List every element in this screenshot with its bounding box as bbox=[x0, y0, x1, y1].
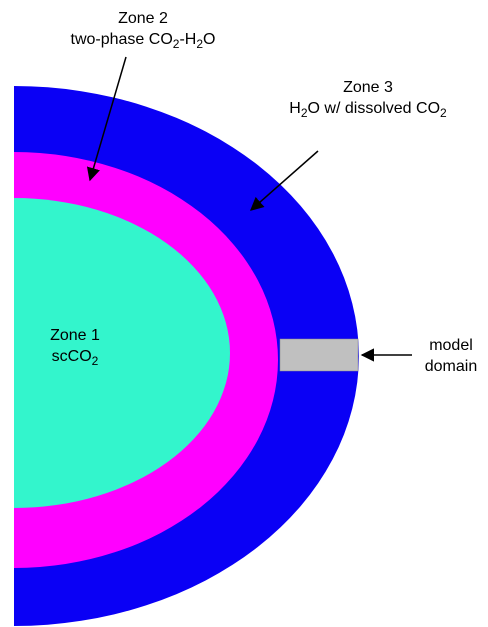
model-domain-rect bbox=[279, 338, 359, 372]
zone1-region bbox=[14, 198, 230, 508]
model-domain-line2: domain bbox=[424, 358, 478, 375]
zone3-description: H2O w/ dissolved CO2 bbox=[289, 100, 447, 120]
zone2-title: Zone 2 bbox=[118, 10, 168, 27]
zone3-arrow bbox=[249, 150, 319, 211]
zone3-title: Zone 3 bbox=[343, 79, 393, 96]
zone2-label: Zone 2 two-phase CO2-H2O bbox=[38, 8, 248, 50]
zone1-title: Zone 1 bbox=[50, 327, 100, 344]
zone3-label: Zone 3 H2O w/ dissolved CO2 bbox=[252, 77, 484, 119]
zone2-description: two-phase CO2-H2O bbox=[70, 31, 216, 51]
zone2-arrow bbox=[86, 56, 127, 182]
zone1-description: scCO2 bbox=[51, 348, 99, 368]
model-domain-line1: model bbox=[429, 337, 473, 354]
model-domain-label: model domain bbox=[412, 335, 488, 377]
zone1-label: Zone 1 scCO2 bbox=[20, 325, 130, 367]
